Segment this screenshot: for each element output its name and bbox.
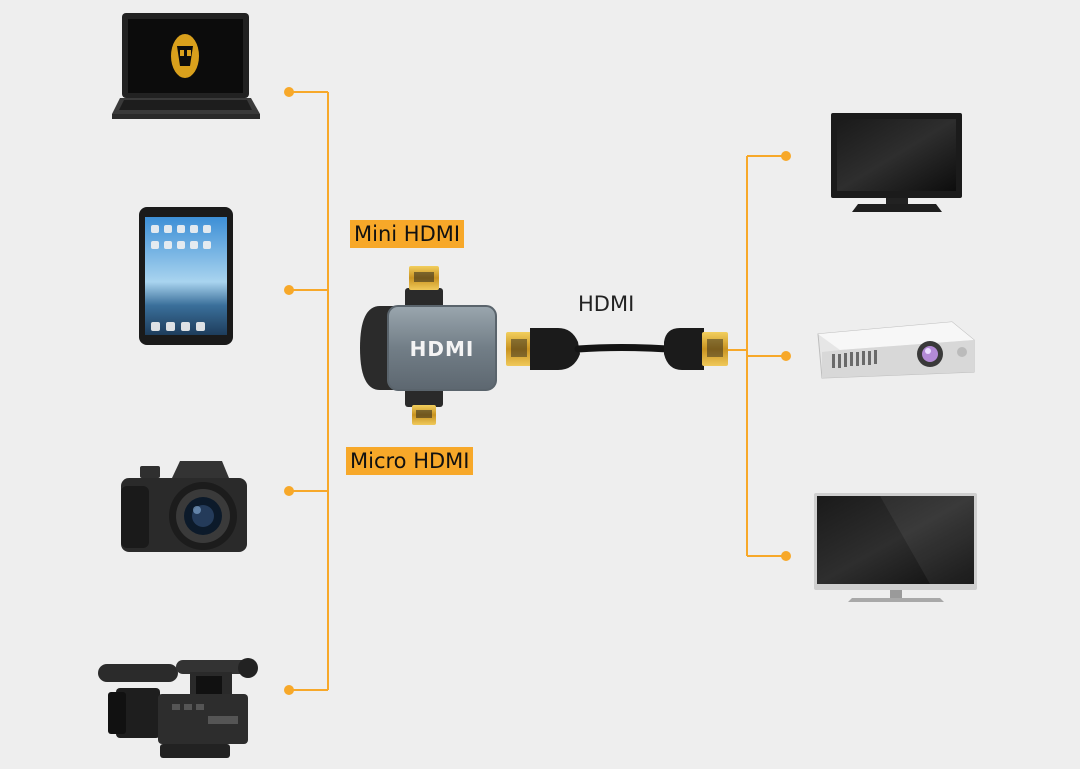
camcorder-icon (98, 658, 258, 758)
adapter-logo: HDMI (410, 337, 475, 361)
mini-hdmi-label: Mini HDMI (350, 220, 465, 248)
monitor-icon (831, 113, 962, 212)
source-dots (284, 87, 294, 695)
camera-icon (121, 461, 247, 552)
laptop-icon (112, 13, 260, 119)
hdmi-cable-icon (506, 328, 728, 370)
source-bracket (290, 91, 329, 691)
micro-hdmi-label: Micro HDMI (346, 447, 474, 475)
adapter-icon: HDMI (360, 266, 497, 425)
display-dots (781, 151, 791, 561)
projector-icon (817, 321, 975, 379)
display-bracket (728, 155, 786, 557)
tablet-icon (139, 207, 233, 345)
tv-icon (814, 493, 977, 602)
hdmi-cable-label: HDMI (578, 292, 635, 316)
